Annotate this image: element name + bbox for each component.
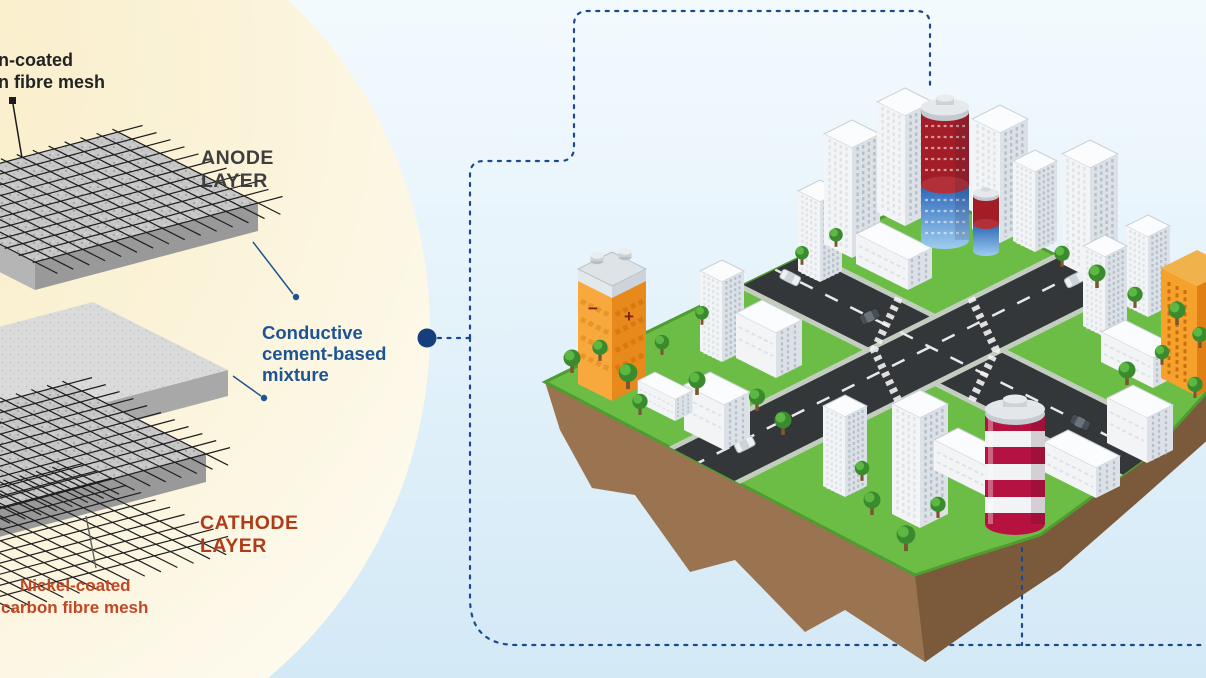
crosswalk bbox=[869, 296, 1001, 404]
anode-label-line2: LAYER bbox=[201, 170, 268, 192]
top-mesh-label-line1: n-coated bbox=[0, 50, 73, 70]
connector-dashed-path-bottom bbox=[468, 336, 1206, 647]
dashed-connectors bbox=[436, 9, 1206, 647]
island-earth-shadow bbox=[915, 393, 1206, 662]
electrode-stack bbox=[0, 97, 305, 615]
nickel-label-line2: carbon fibre mesh bbox=[1, 598, 148, 617]
building bbox=[1081, 233, 1129, 339]
nickel-pointer-line bbox=[85, 515, 97, 569]
buildings-back bbox=[698, 86, 1206, 396]
conductive-pointer-line-2 bbox=[232, 375, 262, 397]
conductive-label-line2: cement-based bbox=[262, 343, 386, 364]
battery-tower-redblue-small bbox=[973, 187, 999, 256]
battery-tower-redblue bbox=[921, 94, 969, 249]
battery-building-9v: − + bbox=[576, 248, 648, 401]
battery-tower-striped bbox=[985, 394, 1045, 535]
cathode-label-line2: LAYER bbox=[200, 535, 267, 557]
connector-dashed-path-top bbox=[436, 9, 932, 340]
conductive-label-line1: Conductive bbox=[262, 322, 363, 343]
pointer-dot-2 bbox=[260, 394, 268, 402]
mesh-label-marker bbox=[9, 97, 16, 104]
building bbox=[821, 393, 869, 499]
diagram-labels: n-coated n fibre mesh ANODE LAYER Conduc… bbox=[0, 50, 386, 617]
mesh-pointer-line bbox=[12, 103, 23, 159]
anode-label-line1: ANODE bbox=[201, 147, 274, 169]
conductive-label-line3: mixture bbox=[262, 364, 329, 385]
connector-node-dot bbox=[417, 328, 437, 348]
building-orange-edge bbox=[1161, 250, 1206, 396]
battery-minus-sign: − bbox=[588, 299, 598, 318]
battery-terminals bbox=[590, 248, 632, 265]
building bbox=[1011, 148, 1059, 254]
top-mesh-label-line2: n fibre mesh bbox=[0, 72, 105, 92]
conductive-pointer-line-1 bbox=[252, 241, 294, 295]
battery-plus-sign: + bbox=[624, 307, 634, 326]
pointer-dot-1 bbox=[292, 293, 300, 301]
nickel-label-line1: Nickel-coated bbox=[20, 576, 131, 595]
anode-slab bbox=[0, 132, 258, 290]
cathode-label-line1: CATHODE bbox=[200, 512, 298, 534]
